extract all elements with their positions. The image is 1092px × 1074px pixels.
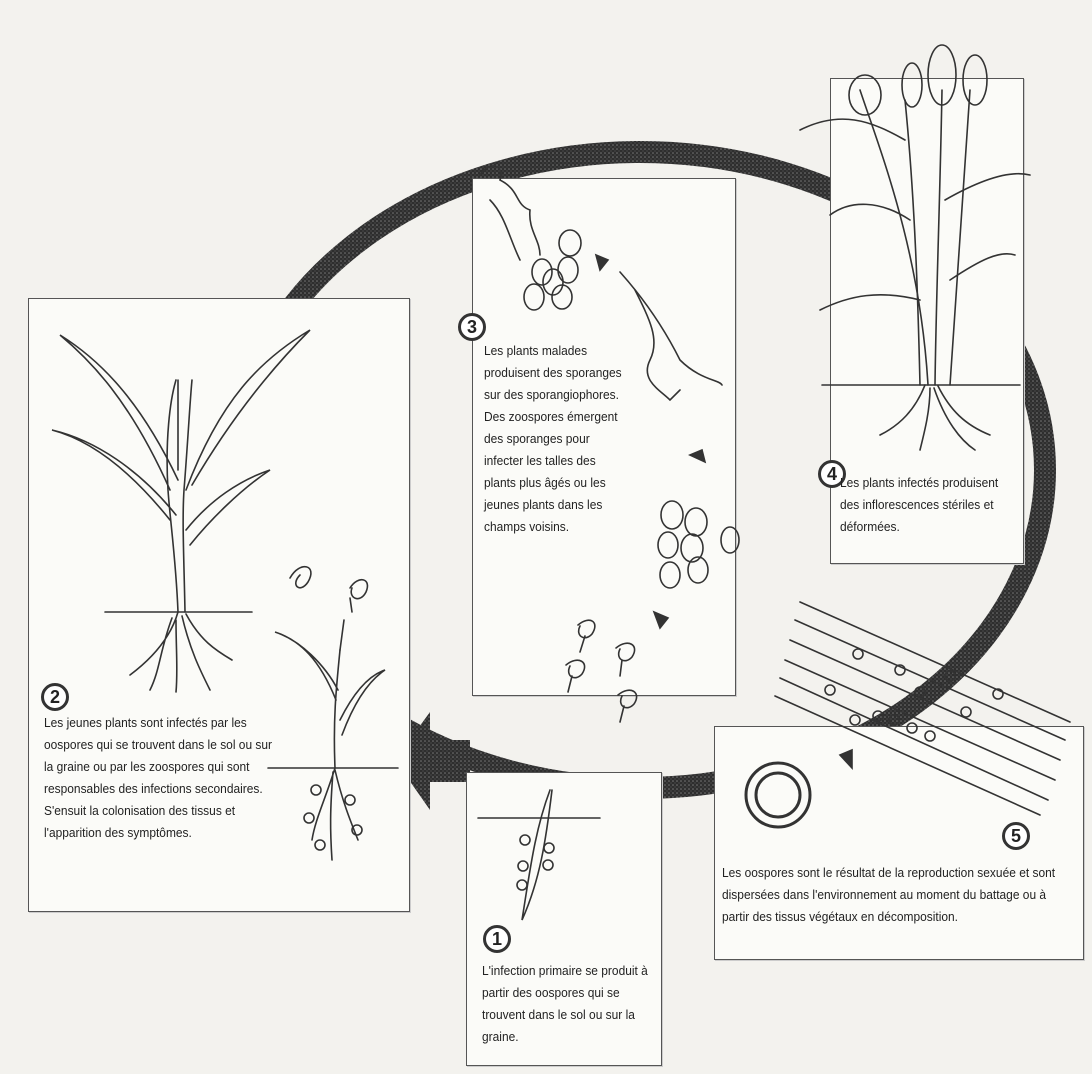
mature-plant-illustration: [800, 45, 1030, 450]
stage-5-text: Les oospores sont le résultat de la repr…: [722, 862, 1076, 928]
seedling-illustration: [52, 330, 310, 692]
seed-germination-illustration: [478, 790, 600, 920]
young-plant-illustration: [268, 567, 398, 860]
stage-2-number: 2: [41, 683, 69, 711]
stage-1-text: L'infection primaire se produit à partir…: [482, 960, 652, 1048]
stage-3-number: 3: [458, 313, 486, 341]
stage-3-text: Les plants malades produisent des sporan…: [484, 340, 622, 538]
stage-5-number: 5: [1002, 822, 1030, 850]
oospore-icon: [746, 763, 810, 827]
stage-1-number: 1: [483, 925, 511, 953]
stage-2-text: Les jeunes plants sont infectés par les …: [44, 712, 283, 844]
leaf-tissue-illustration: [775, 602, 1070, 815]
zoospore-illustration: [566, 620, 637, 722]
stage-4-text: Les plants infectés produisent des inflo…: [840, 472, 1010, 538]
